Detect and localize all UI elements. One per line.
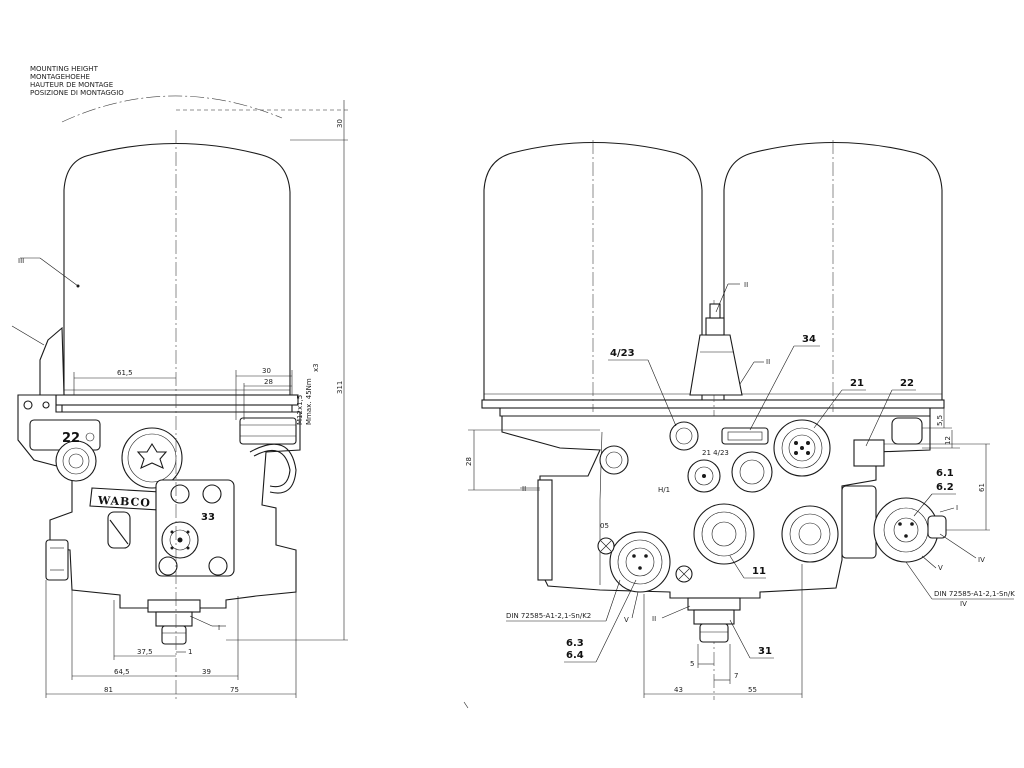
right-dim-28: 28	[465, 457, 473, 466]
left-torque-spec: Mmax. 45Nm	[305, 378, 313, 425]
right-part-31-label: 31	[758, 646, 772, 657]
left-part-33-label: 33	[201, 512, 215, 523]
right-ii-top-label: II	[744, 281, 748, 289]
right-small-h1: H/1	[658, 486, 670, 494]
mounting-arc	[61, 95, 283, 123]
left-dim-61-5: 61,5	[117, 369, 133, 377]
right-small-05: 05	[600, 522, 609, 530]
right-cartridge-dome-left	[483, 142, 703, 401]
right-i-label: I	[956, 504, 958, 512]
left-dim-1: 1	[188, 648, 192, 656]
right-dim-12: 12	[944, 436, 952, 445]
left-roman-iii-label: III	[18, 257, 24, 265]
left-dim-30: 30	[262, 367, 271, 375]
right-part-6-1-label: 6.1	[936, 468, 954, 479]
left-round-port	[55, 440, 97, 482]
left-dim-39: 39	[202, 668, 211, 676]
left-part-22-label: 22	[62, 431, 80, 446]
left-dim-75: 75	[230, 686, 239, 694]
right-ii-mid-label: II	[766, 358, 770, 366]
right-part-21-label: 21	[850, 378, 864, 389]
left-cartridge-dome	[63, 142, 291, 396]
right-top-valve	[689, 334, 743, 396]
right-port-11	[693, 503, 755, 565]
right-ii-left-label: II	[522, 485, 526, 493]
left-dim-37-5: 37,5	[137, 648, 153, 656]
right-dim-5-5: 5,5	[936, 415, 944, 426]
right-part-6-3-label: 6.3	[566, 638, 584, 649]
right-dim-43: 43	[674, 686, 683, 694]
mounting-height-note: MOUNTING HEIGHT MONTAGEHOEHE HAUTEUR DE …	[30, 65, 124, 97]
mounting-note-line-3: HAUTEUR DE MONTAGE	[30, 81, 113, 89]
left-flange	[55, 394, 299, 406]
right-v-left-label: V	[624, 616, 629, 624]
right-cartridge-dome-right	[723, 142, 943, 401]
right-iv-label-a: IV	[978, 556, 985, 564]
right-part-6-2-label: 6.2	[936, 482, 954, 493]
left-dim-81: 81	[104, 686, 113, 694]
right-dim-5: 5	[690, 660, 694, 668]
right-iv-label-b: IV	[960, 600, 967, 608]
right-din-right: DIN 72585-A1-2,1-Sn/K	[934, 590, 1015, 598]
right-din-left: DIN 72585-A1-2,1-Sn/K2	[506, 612, 591, 620]
mounting-note-line-2: MONTAGEHOEHE	[30, 73, 90, 81]
left-dim-30-top: 30	[336, 119, 344, 128]
right-ii-bottom-label: II	[652, 615, 656, 623]
left-view: WABCO 22 33 III	[11, 95, 350, 700]
left-bracket	[39, 326, 65, 396]
right-small-21-4-23: 21 4/23	[702, 449, 729, 457]
right-dim-7: 7	[734, 672, 738, 680]
brand-label: WABCO	[97, 494, 152, 510]
mounting-note-line-1: MOUNTING HEIGHT	[30, 65, 99, 73]
left-star-knob	[121, 427, 183, 489]
left-roman-i-label: I	[218, 624, 220, 632]
right-part-4-23-label: 4/23	[610, 348, 635, 359]
right-part-34-label: 34	[802, 334, 816, 345]
left-dim-64-5: 64,5	[114, 668, 130, 676]
right-dim-61: 61	[978, 483, 986, 492]
right-v-right-label: V	[938, 564, 943, 572]
mounting-note-line-4: POSIZIONE DI MONTAGGIO	[30, 89, 124, 97]
left-dim-311: 311	[336, 381, 344, 394]
left-multiplier: x3	[312, 363, 320, 372]
right-flange	[481, 399, 945, 409]
left-dim-28: 28	[264, 378, 273, 386]
right-part-11-label: 11	[752, 566, 766, 577]
right-part-6-4-label: 6.4	[566, 650, 584, 661]
right-dim-55: 55	[748, 686, 757, 694]
left-thread-spec: M12x1,5	[296, 395, 304, 425]
right-part-22-label: 22	[900, 378, 914, 389]
right-connector-v	[609, 531, 671, 593]
right-view: 21 4/23 H/1 05 4/23 34 21 22 6.1 6.2 11 …	[463, 140, 1015, 709]
